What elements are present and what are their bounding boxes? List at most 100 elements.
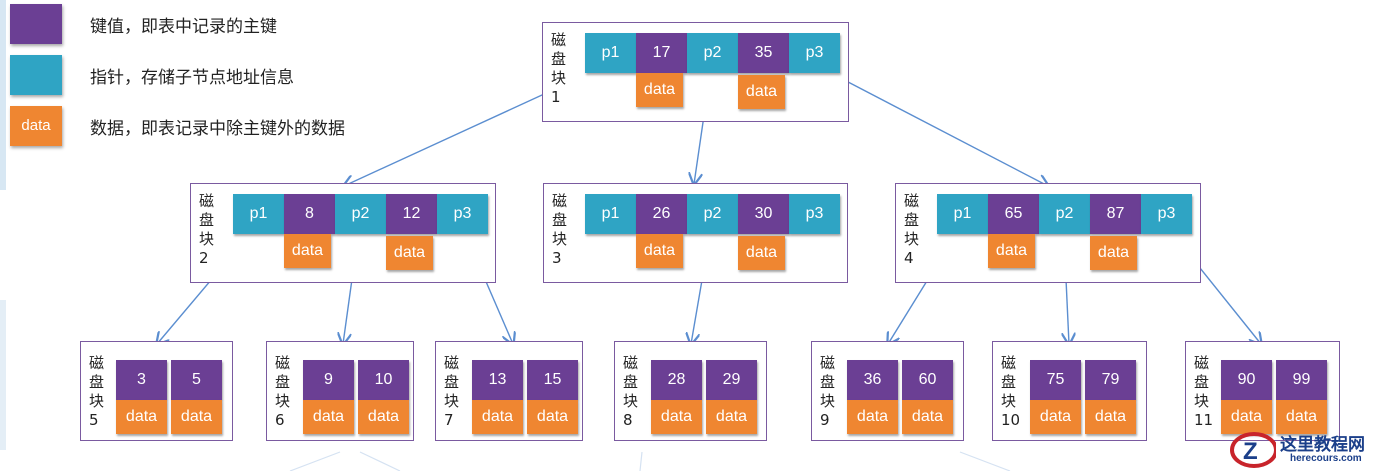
block-number: 7	[444, 411, 454, 429]
key-swatch	[10, 4, 62, 44]
block-label-char: 磁	[1194, 354, 1210, 372]
pointer-swatch	[10, 55, 62, 95]
block-label-char: 磁	[1001, 354, 1017, 372]
data-cell: data	[116, 400, 167, 434]
data-swatch: data	[10, 106, 62, 146]
key-cell: 12	[386, 194, 437, 234]
faint-continuation-line	[639, 451, 643, 471]
watermark-logo-icon: Z	[1230, 432, 1276, 468]
block-number: 4	[904, 249, 914, 267]
data-cell: data	[706, 400, 757, 434]
left-edge-strip	[0, 0, 6, 190]
block-label-char: 盘	[1194, 373, 1210, 391]
data-cell: data	[738, 236, 785, 270]
key-cell: 8	[284, 194, 335, 234]
block-label-char: 磁	[820, 354, 836, 372]
data-cell: data	[472, 400, 523, 434]
key-cell: 60	[902, 360, 953, 400]
block-label-char: 磁	[275, 354, 291, 372]
key-cell: 26	[636, 194, 687, 234]
block-label-char: 盘	[199, 211, 215, 229]
key-cell: 99	[1276, 360, 1327, 400]
data-cell: data	[386, 236, 433, 270]
block-label-char: 盘	[89, 373, 105, 391]
legend-data-text: 数据，即表记录中除主键外的数据	[90, 119, 345, 139]
block-number: 9	[820, 411, 830, 429]
legend-pointer-text: 指针，存储子节点地址信息	[90, 68, 294, 88]
data-cell: data	[1221, 400, 1272, 434]
key-cell: 35	[738, 33, 789, 73]
data-cell: data	[847, 400, 898, 434]
block-number: 8	[623, 411, 633, 429]
faint-continuation-line	[959, 451, 1011, 471]
pointer-cell: p2	[687, 194, 738, 234]
data-cell: data	[902, 400, 953, 434]
data-cell: data	[1276, 400, 1327, 434]
block-number: 10	[1001, 411, 1021, 429]
block-label-char: 磁	[623, 354, 639, 372]
key-cell: 87	[1090, 194, 1141, 234]
key-cell: 65	[988, 194, 1039, 234]
block-label-char: 盘	[551, 50, 567, 68]
pointer-cell: p1	[233, 194, 284, 234]
block-label-char: 盘	[444, 373, 460, 391]
pointer-cell: p2	[335, 194, 386, 234]
pointer-cell: p3	[1141, 194, 1192, 234]
pointer-cell: p3	[789, 33, 840, 73]
block-label-char: 块	[89, 392, 105, 410]
pointer-cell: p3	[437, 194, 488, 234]
key-cell: 28	[651, 360, 702, 400]
block-label-char: 盘	[275, 373, 291, 391]
data-cell: data	[1090, 236, 1137, 270]
block-number: 5	[89, 411, 99, 429]
left-edge-strip-lower	[0, 300, 6, 450]
faint-continuation-line	[289, 451, 341, 471]
data-cell: data	[358, 400, 409, 434]
key-cell: 13	[472, 360, 523, 400]
key-cell: 3	[116, 360, 167, 400]
block-label-char: 块	[623, 392, 639, 410]
block-label-char: 磁	[444, 354, 460, 372]
arrow-1-p3-to-4	[813, 63, 1049, 186]
pointer-cell: p2	[687, 33, 738, 73]
data-cell: data	[303, 400, 354, 434]
pointer-cell: p1	[937, 194, 988, 234]
block-label-char: 块	[444, 392, 460, 410]
block-number: 6	[275, 411, 285, 429]
block-label-char: 磁	[199, 192, 215, 210]
block-number: 11	[1194, 411, 1214, 429]
key-cell: 5	[171, 360, 222, 400]
faint-continuation-line	[359, 451, 401, 471]
key-cell: 90	[1221, 360, 1272, 400]
key-cell: 9	[303, 360, 354, 400]
key-cell: 75	[1030, 360, 1081, 400]
data-cell: data	[171, 400, 222, 434]
pointer-cell: p3	[789, 194, 840, 234]
data-cell: data	[651, 400, 702, 434]
block-label-char: 磁	[904, 192, 920, 210]
block-label-char: 磁	[551, 31, 567, 49]
data-cell: data	[636, 73, 683, 107]
block-number: 2	[199, 249, 209, 267]
pointer-cell: p1	[585, 194, 636, 234]
legend-key-text: 键值，即表中记录的主键	[90, 17, 277, 37]
watermark-url: herecours.com	[1290, 453, 1362, 464]
data-cell: data	[738, 75, 785, 109]
block-label-char: 盘	[904, 211, 920, 229]
